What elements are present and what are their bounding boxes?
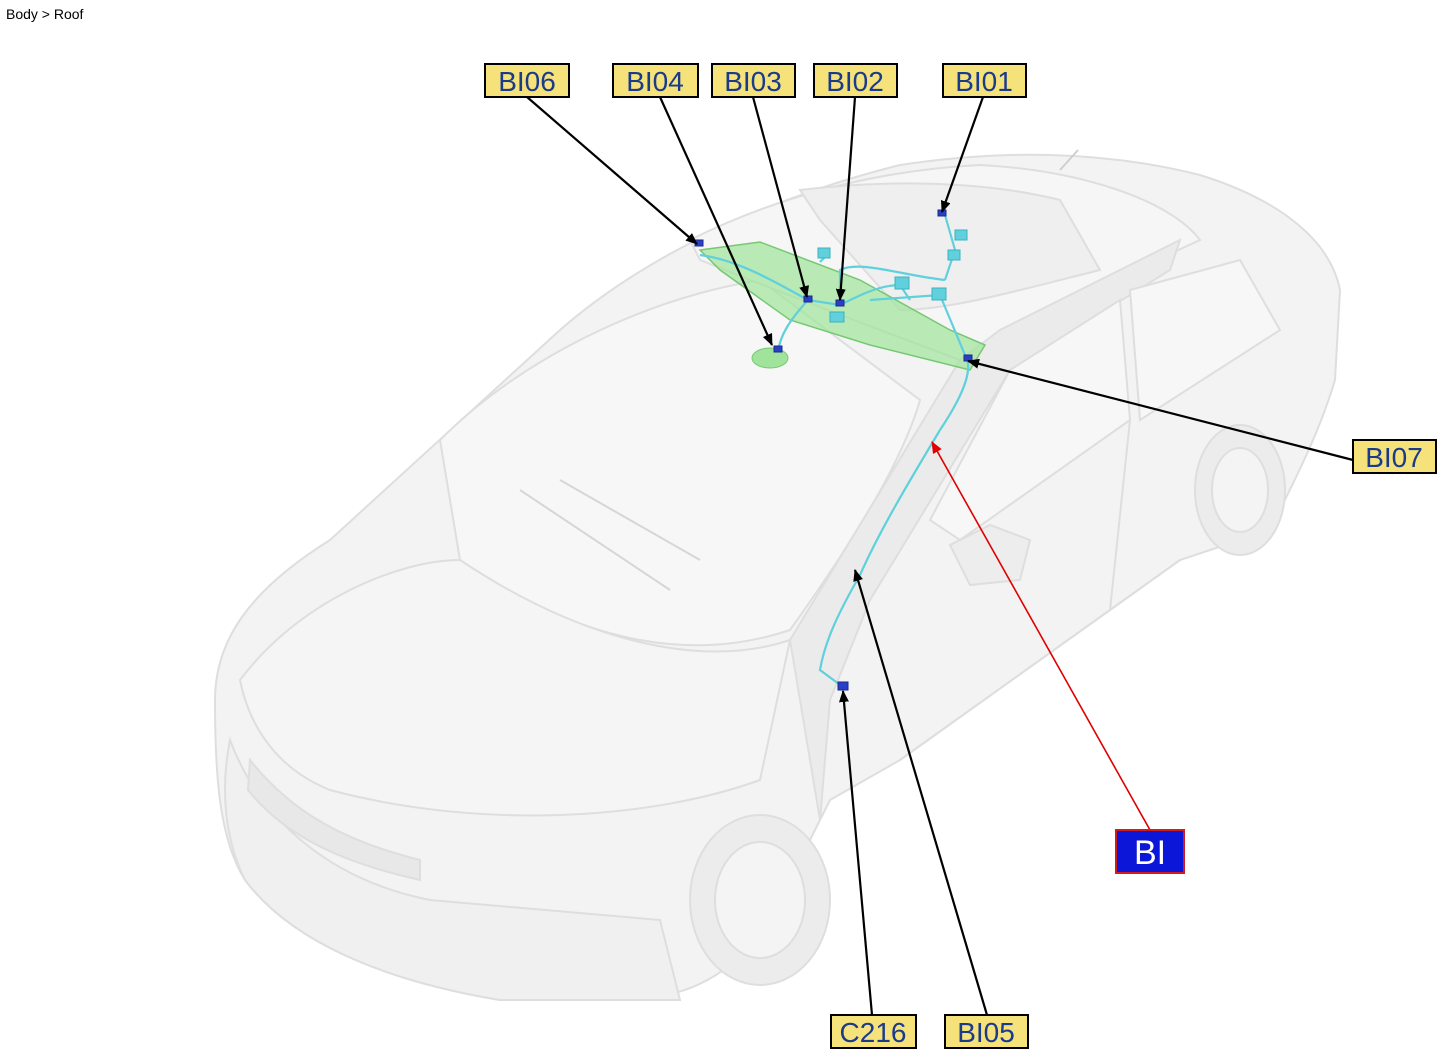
callout-bi07[interactable]: BI07 xyxy=(1352,439,1437,474)
breadcrumb: Body > Roof xyxy=(6,6,84,22)
callout-c216[interactable]: C216 xyxy=(830,1014,917,1049)
front-bumper xyxy=(224,736,682,1001)
svg-text:BI: BI xyxy=(1134,834,1166,872)
svg-text:BI01: BI01 xyxy=(955,66,1013,97)
svg-text:BI03: BI03 xyxy=(724,66,782,97)
callout-bi02[interactable]: BI02 xyxy=(813,63,898,98)
dome-lamp xyxy=(751,347,789,369)
callout-bi04[interactable]: BI04 xyxy=(612,63,699,98)
leader-lines xyxy=(526,96,1354,1016)
callout-bi06[interactable]: BI06 xyxy=(484,63,570,98)
side-window-rear xyxy=(1128,258,1282,422)
connector-points xyxy=(694,209,973,691)
leader-bi06 xyxy=(526,96,698,245)
callout-bi01[interactable]: BI01 xyxy=(942,63,1027,98)
roof-harness xyxy=(694,209,987,691)
leader-bi05 xyxy=(853,569,989,1016)
harness-label-bi[interactable]: BI xyxy=(1115,829,1185,874)
a-pillar xyxy=(788,238,1182,821)
leader-bi01 xyxy=(940,96,985,213)
svg-text:BI05: BI05 xyxy=(957,1017,1015,1048)
leader-c216 xyxy=(839,690,874,1016)
grille xyxy=(246,757,421,882)
side-window-front xyxy=(928,298,1132,542)
leader-bi03 xyxy=(751,96,809,298)
callout-bi05[interactable]: BI05 xyxy=(944,1014,1029,1049)
svg-text:BI02: BI02 xyxy=(826,66,884,97)
svg-text:BI04: BI04 xyxy=(626,66,684,97)
callout-bi03[interactable]: BI03 xyxy=(711,63,796,98)
car-illustration xyxy=(213,149,1342,1001)
svg-text:BI07: BI07 xyxy=(1365,442,1423,473)
svg-text:C216: C216 xyxy=(840,1017,907,1048)
hood xyxy=(238,558,792,817)
sunroof xyxy=(798,182,1102,312)
leader-bi04 xyxy=(658,96,774,346)
leader-bi02 xyxy=(835,96,857,301)
leader-bi-harness xyxy=(931,441,1151,831)
svg-text:BI06: BI06 xyxy=(498,66,556,97)
leader-bi07 xyxy=(967,358,1354,462)
side-mirror xyxy=(948,523,1032,587)
